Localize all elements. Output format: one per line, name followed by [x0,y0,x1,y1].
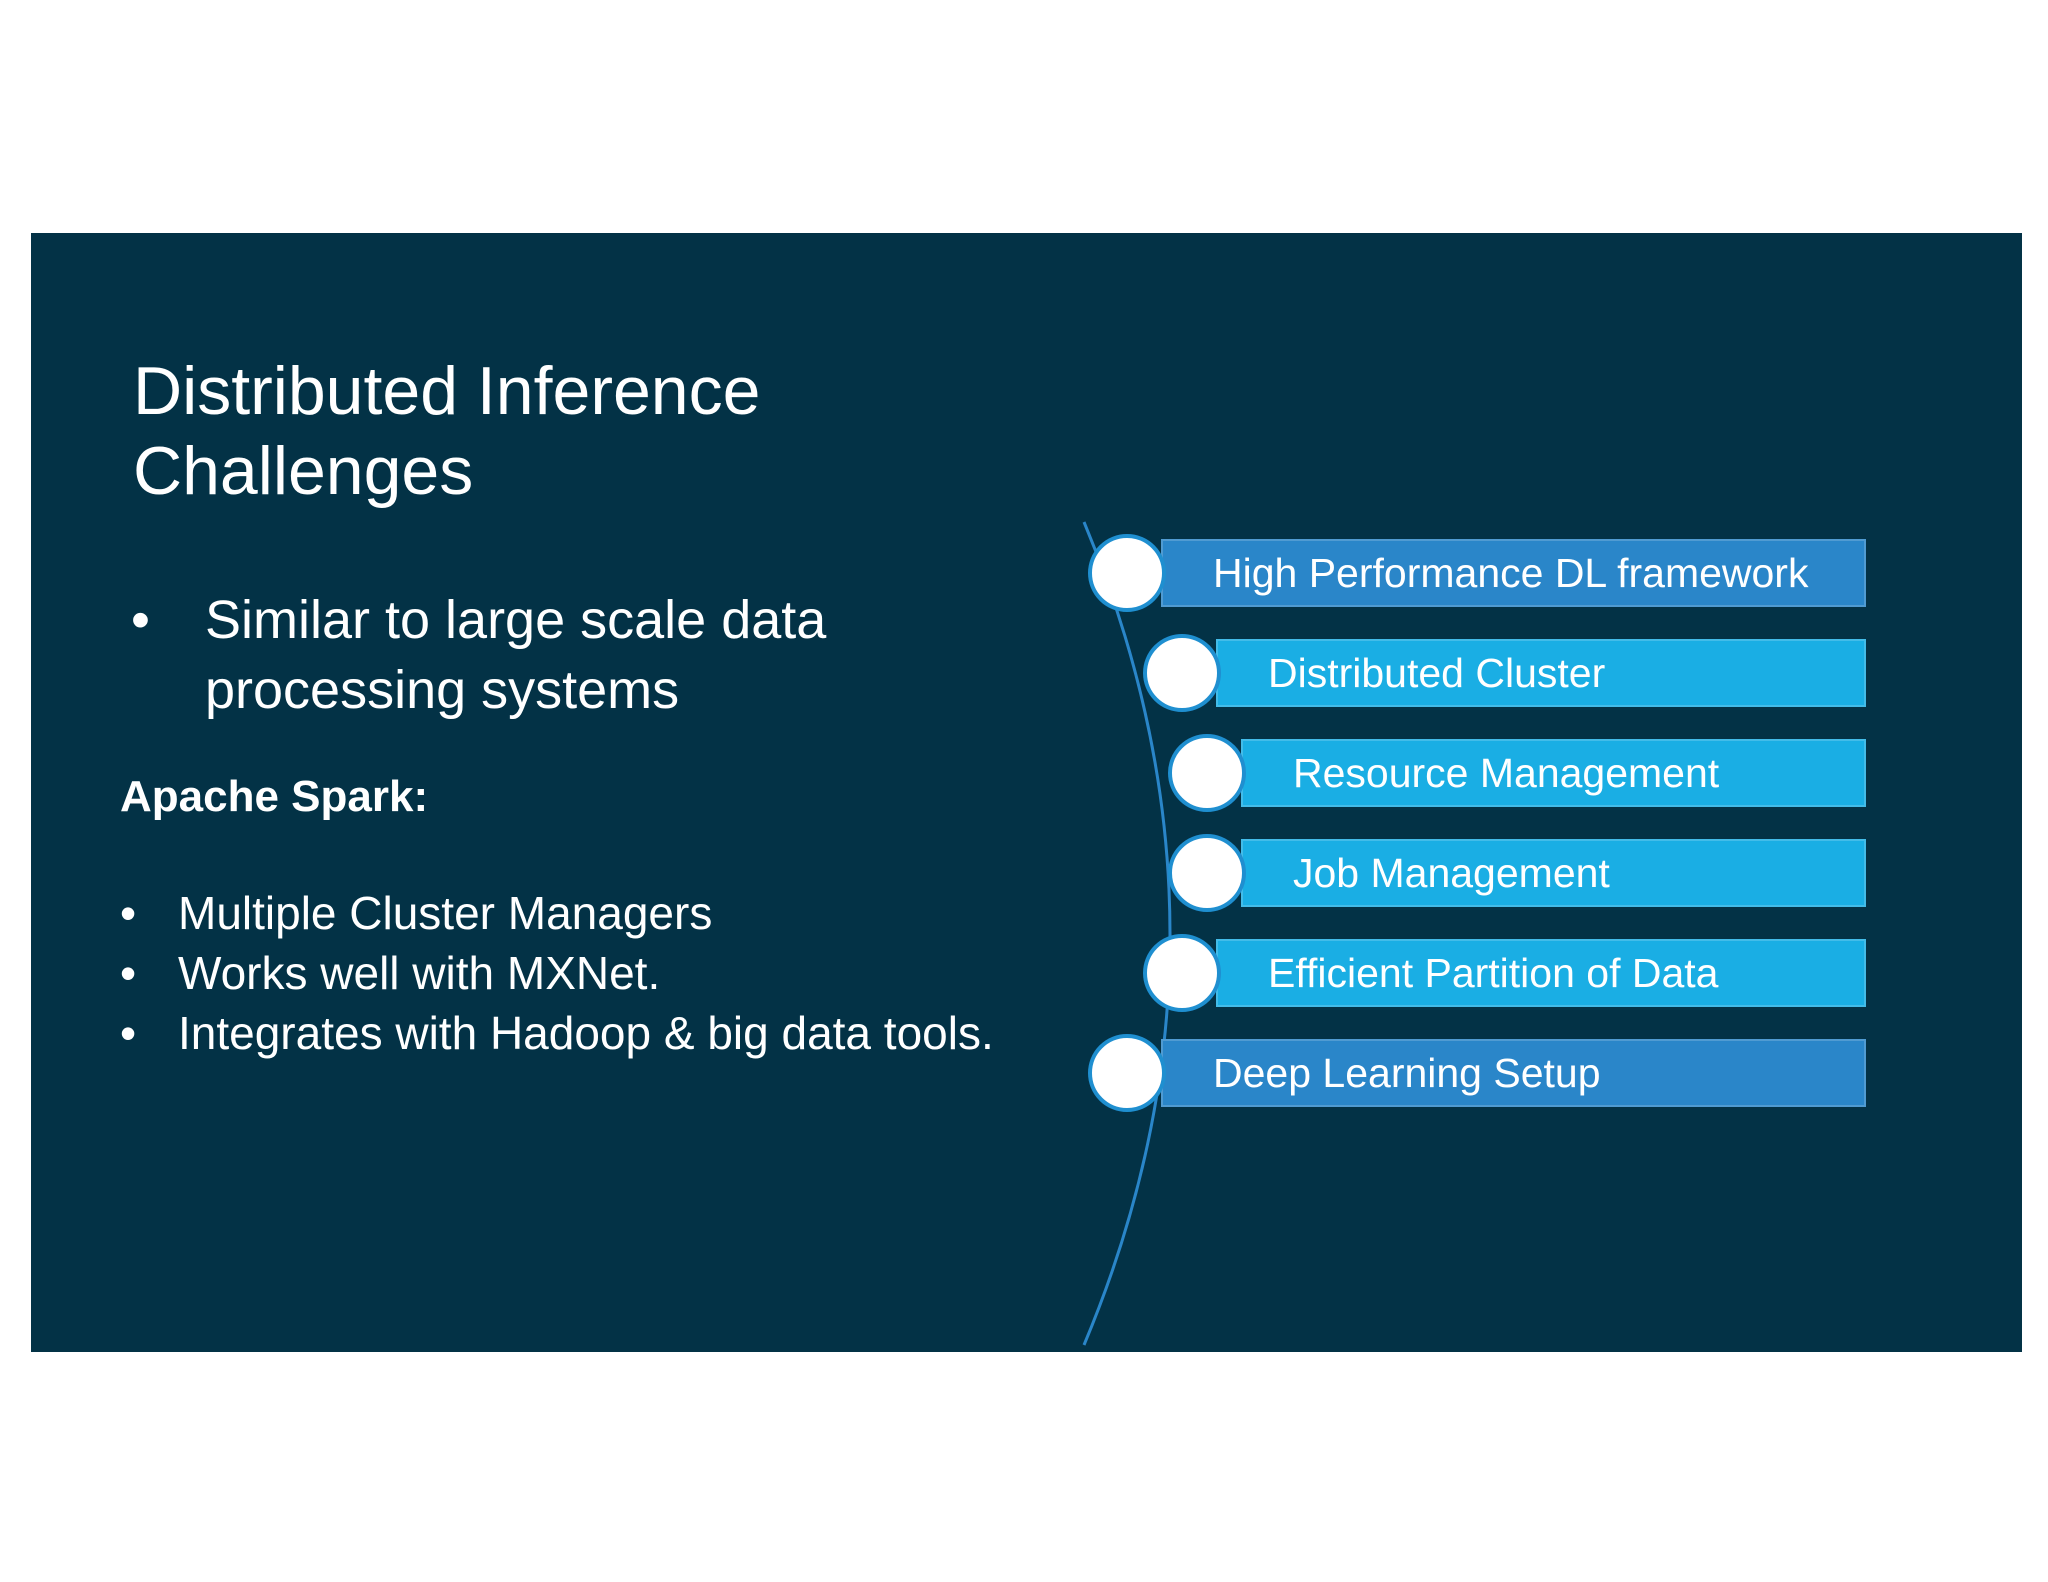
step-circle [1143,934,1221,1012]
title-line-2: Challenges [133,433,474,509]
connector-arc [1082,521,1172,1346]
step-circle [1088,534,1166,612]
step-bar: Distributed Cluster [1216,639,1866,707]
step-circle [1168,734,1246,812]
list-item-text: Multiple Cluster Managers [178,887,713,939]
step-bar: Efficient Partition of Data [1216,939,1866,1007]
list-item: • Integrates with Hadoop & big data tools… [120,1003,994,1063]
step-label: Job Management [1293,850,1610,896]
step-label: Deep Learning Setup [1213,1050,1601,1096]
step-label: High Performance DL framework [1213,550,1809,596]
bullet-dot: • [131,590,150,650]
list-item: • Works well with MXNet. [120,943,994,1003]
step-label: Resource Management [1293,750,1720,796]
step-bar: High Performance DL framework [1161,539,1866,607]
step-label: Distributed Cluster [1268,650,1606,696]
spark-points-list: • Multiple Cluster Managers • Works well w… [120,883,994,1063]
bullet-dot: • [120,947,137,999]
slide: Distributed Inference Challenges • Simil… [31,233,2022,1352]
step-circle [1143,634,1221,712]
list-item-text: Works well with MXNet. [178,947,661,999]
bullet-dot: • [120,1007,137,1059]
list-item-text: Integrates with Hadoop & big data tools. [178,1007,994,1059]
main-bullet: • Similar to large scale data processing… [131,585,1005,725]
apache-spark-heading: Apache Spark: [120,772,429,821]
main-bullet-text: Similar to large scale data processing s… [205,590,827,720]
step-label: Efficient Partition of Data [1268,950,1719,996]
step-bar: Deep Learning Setup [1161,1039,1866,1107]
step-bar: Resource Management [1241,739,1866,807]
step-circle [1168,834,1246,912]
list-item: • Multiple Cluster Managers [120,883,994,943]
step-circle [1088,1034,1166,1112]
slide-title: Distributed Inference Challenges [133,351,760,511]
step-bar: Job Management [1241,839,1866,907]
title-line-1: Distributed Inference [133,353,761,429]
bullet-dot: • [120,887,137,939]
